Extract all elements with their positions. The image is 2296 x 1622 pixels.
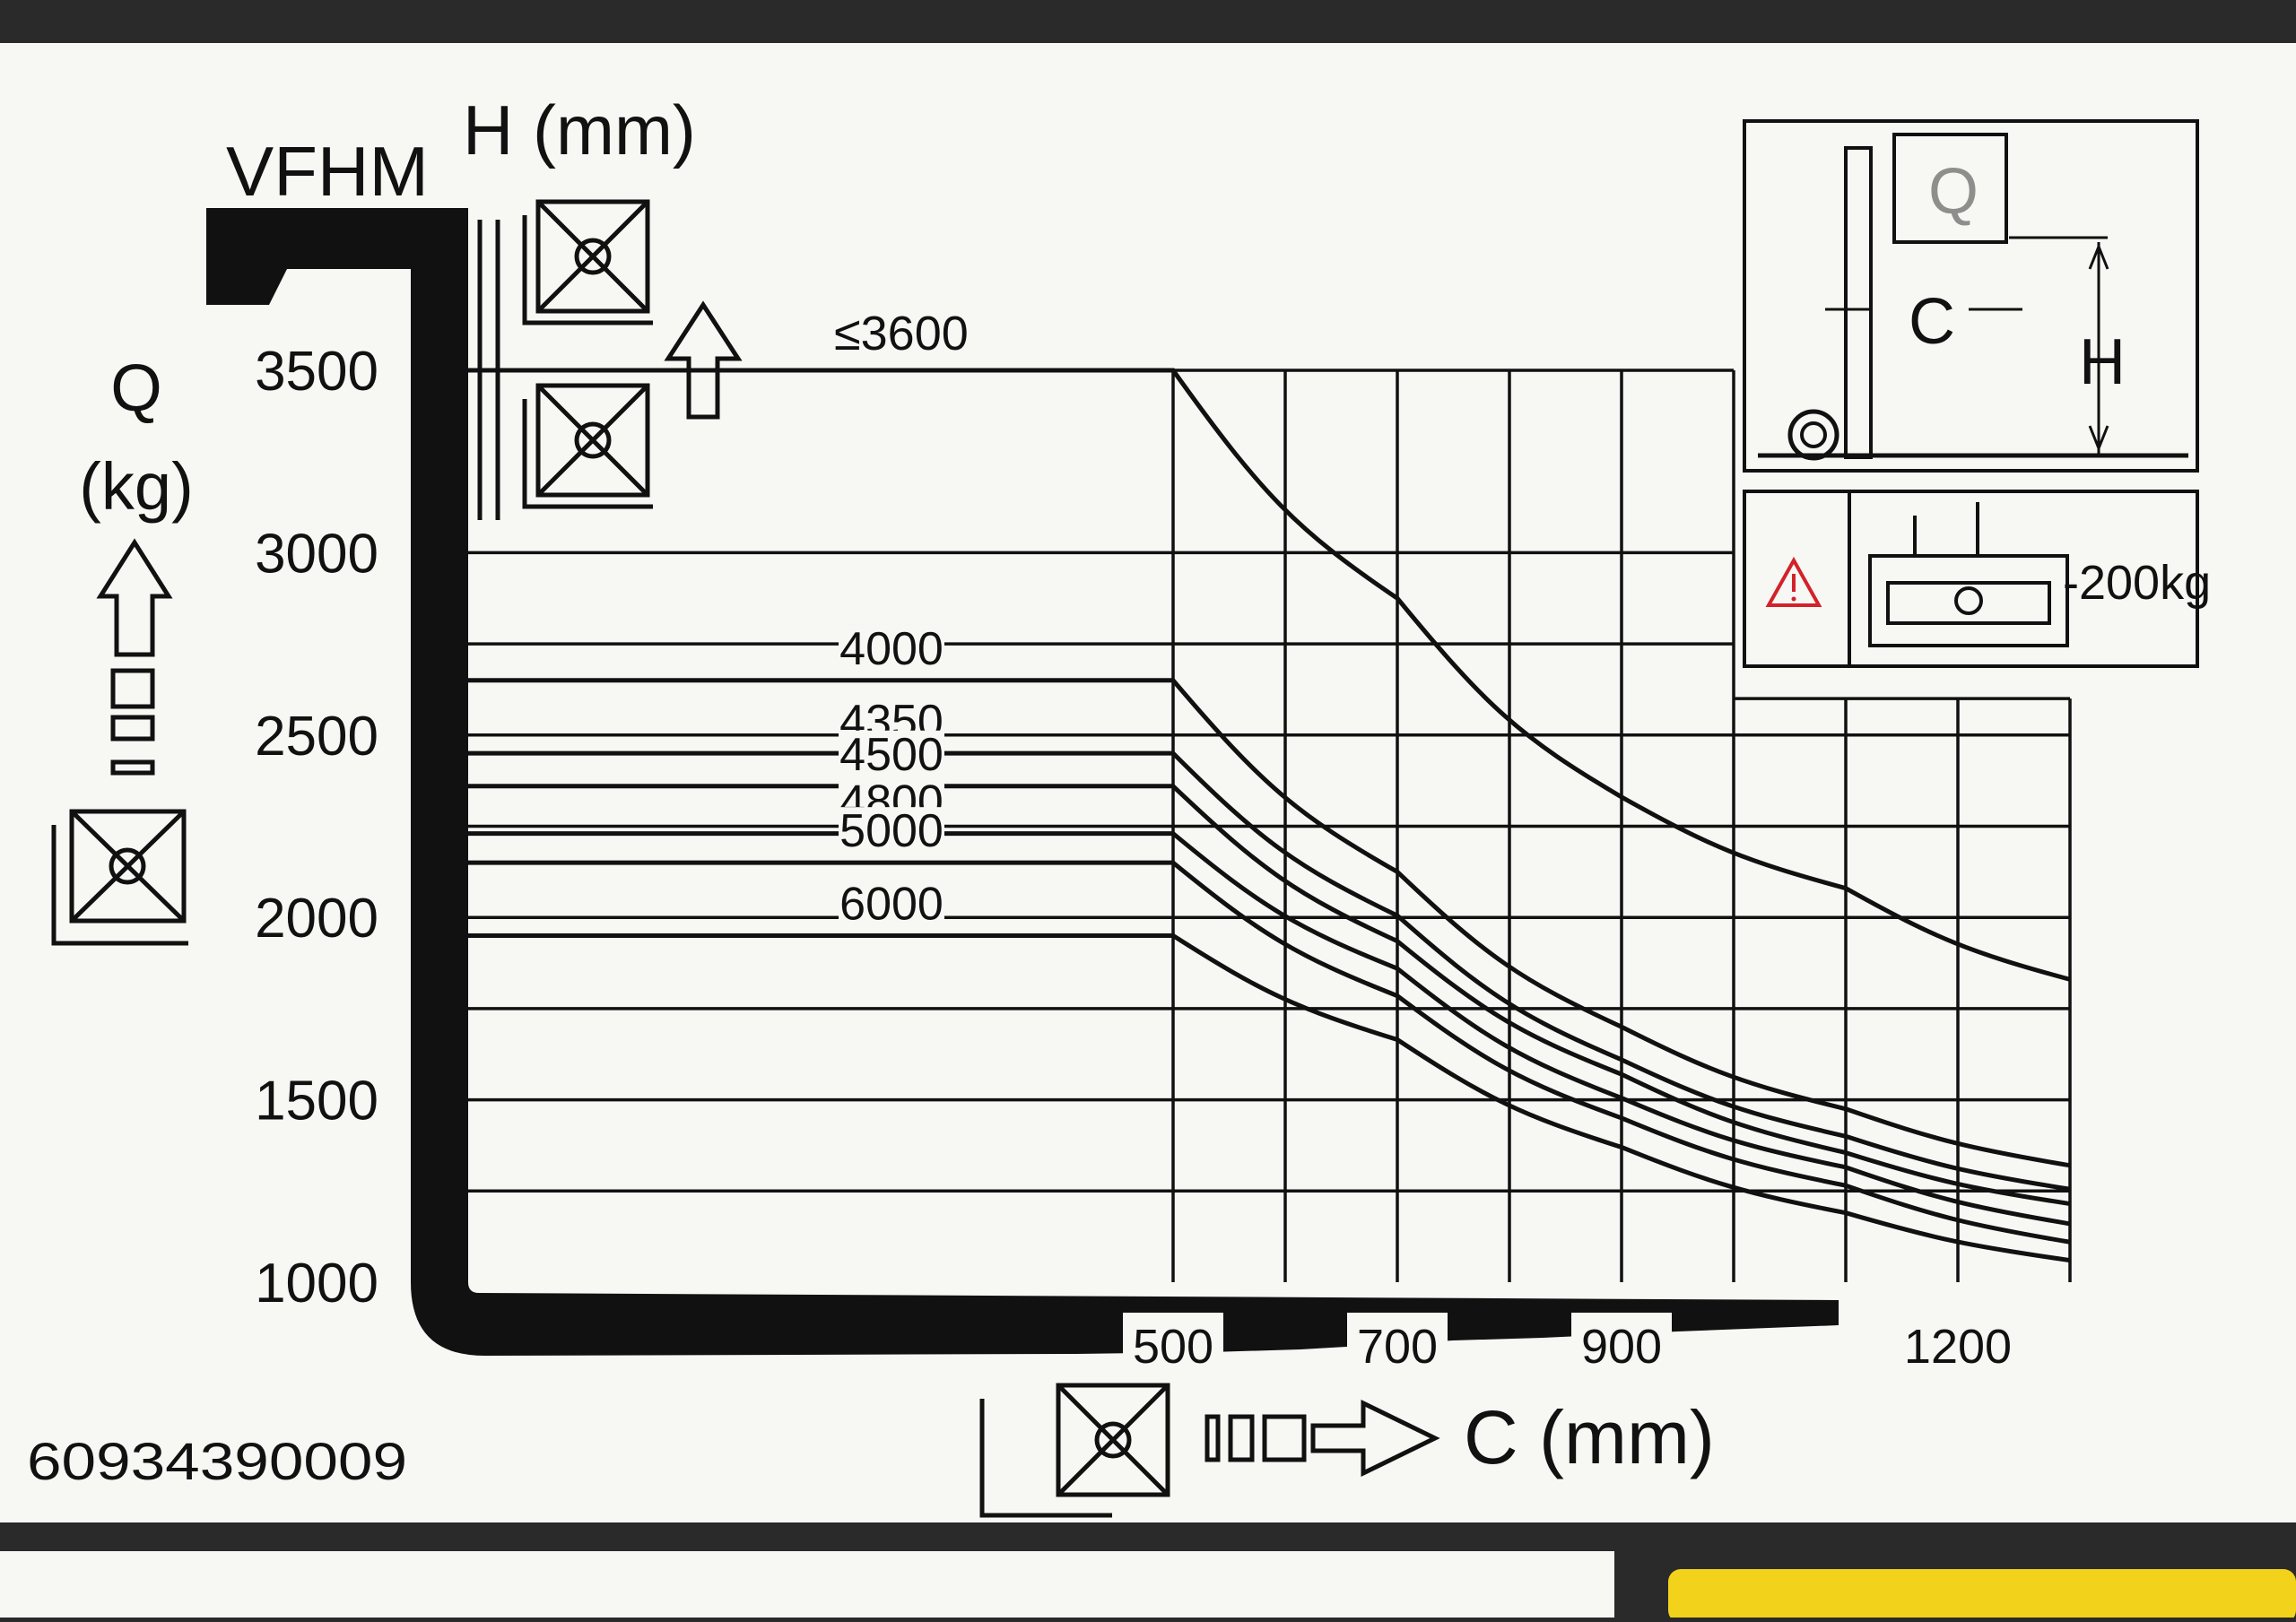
y-tick-label: 3000	[255, 523, 378, 585]
dimension-inset-diagram: C H Q	[1743, 119, 2199, 473]
up-arrow-icon	[664, 300, 743, 420]
x-tick-label: 900	[1581, 1320, 1662, 1374]
c-pallet-icon	[979, 1383, 1440, 1518]
curve-label-5000: 5000	[839, 805, 944, 857]
curve-label-4000: 4000	[839, 623, 944, 675]
stacked-pallets-icon	[477, 199, 653, 520]
capacity-curve-5	[468, 860, 2071, 1245]
x-tick-label-bg	[1571, 1313, 1672, 1372]
x-tick-label-bg	[1123, 1313, 1223, 1372]
capacity-curves	[468, 368, 2071, 1263]
label-paper	[0, 43, 2296, 1522]
capacity-curve-3	[468, 784, 2071, 1207]
capacity-curve-1	[468, 678, 2071, 1168]
yellow-sticker	[1668, 1569, 2296, 1622]
q-axis-unit-label: (kg)	[79, 449, 193, 524]
h-axis-label: H (mm)	[463, 91, 696, 169]
x-tick-labels: 500 700 900 1200	[1123, 1313, 2012, 1374]
y-tick-label: 1500	[255, 1071, 378, 1132]
y-tick-label: 2000	[255, 888, 378, 950]
warning-triangle-icon	[1765, 556, 1822, 607]
curve-label-6000: 6000	[839, 879, 944, 931]
y-tick-label: 3500	[255, 341, 378, 403]
capacity-curve-4	[468, 831, 2071, 1227]
capacity-curve-6	[468, 933, 2071, 1263]
curve-label-bg	[839, 880, 944, 929]
curve-label-4500: 4500	[839, 729, 944, 781]
white-sticker	[0, 1551, 1614, 1618]
curve-label-bg	[839, 624, 944, 673]
x-tick-label: 700	[1357, 1320, 1438, 1374]
curve-label-bg	[839, 730, 944, 779]
q-pallet-icon	[51, 538, 188, 946]
c-axis-label: C (mm)	[1464, 1395, 1715, 1479]
q-axis-label: Q	[110, 351, 162, 425]
inset-q-letter: Q	[1928, 156, 1979, 228]
x-tick-label-bg	[1347, 1313, 1448, 1372]
capacity-curve-2	[468, 750, 2071, 1192]
y-tick-label: 2500	[255, 706, 378, 768]
attachment-warning-box: -200kg	[1743, 490, 2211, 668]
y-tick-labels: 3500 3000 2500 2000 1500 1000	[255, 341, 378, 1314]
x-tick-label: 500	[1133, 1320, 1213, 1374]
y-tick-label: 1000	[255, 1253, 378, 1314]
curve-label-bg	[839, 807, 944, 856]
inset-h-letter: H	[2079, 326, 2126, 398]
capacity-curve-0	[468, 368, 2071, 982]
max-height-label: ≤3600	[834, 307, 969, 360]
part-number: 60934390009	[27, 1433, 407, 1491]
attachment-weight-label: -200kg	[2063, 556, 2211, 610]
inset-c-letter: C	[1909, 286, 1955, 358]
x-tick-label: 1200	[1904, 1320, 2012, 1374]
fork-positioner-icon	[1868, 502, 2069, 647]
model-label: VFHM	[226, 132, 429, 211]
